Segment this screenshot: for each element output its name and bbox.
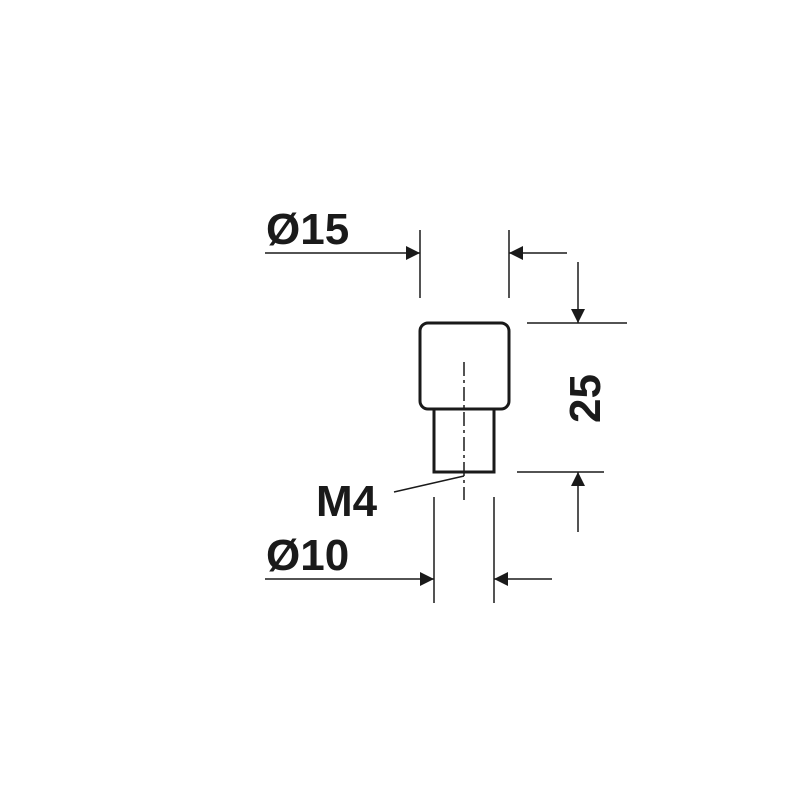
- height-label: 25: [561, 374, 610, 423]
- thread-label: M4: [316, 477, 378, 526]
- thread-leader-line: [393, 475, 465, 493]
- top-diameter-label: Ø15: [266, 205, 349, 254]
- dimension-labels: Ø15 25 M4 Ø10: [266, 205, 610, 580]
- dimension-lines: [265, 230, 627, 603]
- bottom-diameter-label: Ø10: [266, 531, 349, 580]
